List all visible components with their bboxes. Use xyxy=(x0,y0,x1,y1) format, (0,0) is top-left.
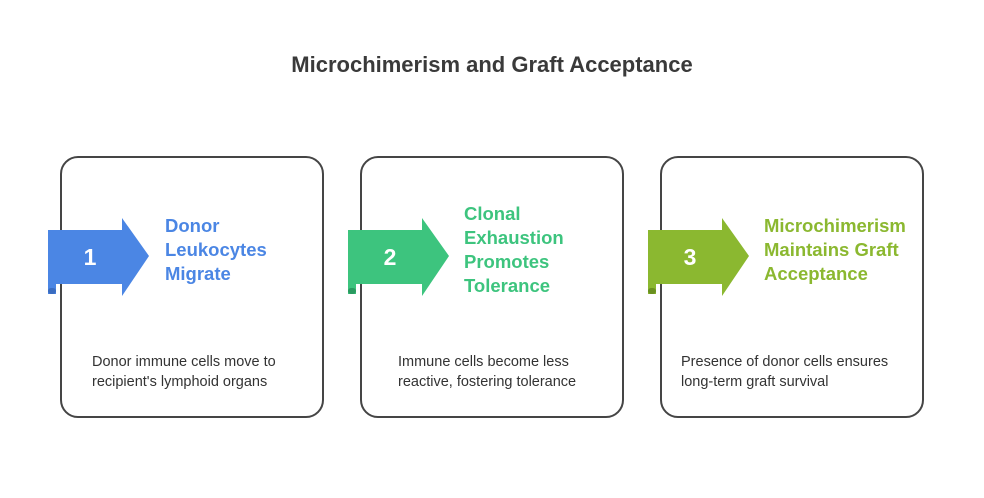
step-number-3: 3 xyxy=(683,244,697,270)
description-line: Donor immune cells move to xyxy=(92,354,276,370)
step-arrow-shape xyxy=(648,218,749,296)
heading-line: Acceptance xyxy=(764,263,868,284)
step-heading-2: Clonal Exhaustion Promotes Tolerance xyxy=(464,202,564,298)
step-arrow-shape xyxy=(48,218,149,296)
heading-line: Microchimerism xyxy=(764,215,906,236)
step-description-3: Presence of donor cells ensures long-ter… xyxy=(681,353,888,392)
step-description-2: Immune cells become less reactive, foste… xyxy=(398,353,576,392)
step-arrow-tab xyxy=(348,288,356,294)
heading-line: Donor xyxy=(165,215,220,236)
heading-line: Exhaustion xyxy=(464,227,564,248)
description-line: Presence of donor cells ensures xyxy=(681,354,889,370)
step-number-2: 2 xyxy=(383,244,397,270)
heading-line: Tolerance xyxy=(464,275,551,296)
step-card-3 xyxy=(660,156,924,418)
description-line: long-term graft survival xyxy=(681,373,829,390)
step-arrow-1 xyxy=(48,218,149,296)
diagram-title: Microchimerism and Graft Acceptance xyxy=(291,52,693,77)
heading-line: Clonal xyxy=(464,203,521,224)
heading-line: Maintains Graft xyxy=(764,239,899,260)
step-arrow-tab xyxy=(648,288,656,294)
step-arrow-3 xyxy=(648,218,749,296)
description-line: recipient's lymphoid organs xyxy=(92,373,268,390)
heading-line: Leukocytes xyxy=(165,239,267,260)
step-heading-1: Donor Leukocytes Migrate xyxy=(165,214,267,286)
description-line: Immune cells become less xyxy=(398,354,569,370)
step-description-1: Donor immune cells move to recipient's l… xyxy=(92,353,276,392)
step-arrow-tab xyxy=(48,288,56,294)
heading-line: Promotes xyxy=(464,251,550,272)
heading-line: Migrate xyxy=(165,263,231,284)
step-arrow-shape xyxy=(348,218,449,296)
step-arrow-2 xyxy=(348,218,449,296)
step-number-1: 1 xyxy=(83,244,97,270)
step-heading-3: Microchimerism Maintains Graft Acceptanc… xyxy=(764,214,906,286)
description-line: reactive, fostering tolerance xyxy=(398,373,577,390)
step-card-2 xyxy=(360,156,624,418)
step-card-1 xyxy=(60,156,324,418)
